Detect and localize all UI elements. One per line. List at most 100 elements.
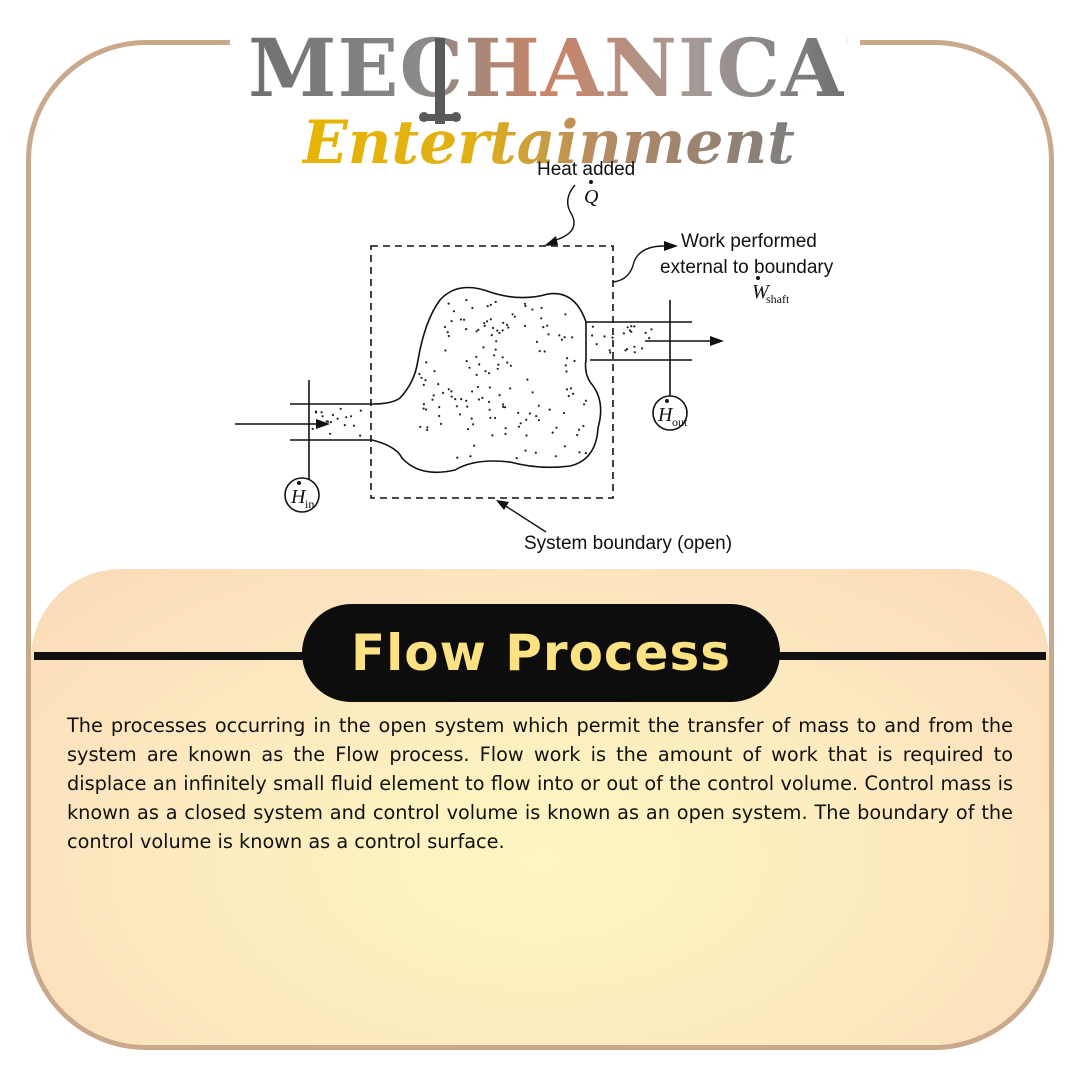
wrench-icon bbox=[419, 38, 461, 124]
particle-dot bbox=[438, 414, 441, 418]
work-symbol: W bbox=[752, 281, 771, 303]
particle-dot bbox=[626, 326, 629, 329]
work-subscript: shaft bbox=[766, 292, 790, 306]
particle-dot bbox=[571, 336, 574, 339]
particle-dot bbox=[458, 413, 462, 416]
particle-dot bbox=[443, 325, 447, 329]
particle-dot bbox=[535, 340, 539, 343]
particle-dot bbox=[564, 364, 567, 367]
particle-dot bbox=[591, 334, 594, 337]
particle-dot bbox=[603, 335, 606, 338]
heat-symbol: Q bbox=[584, 186, 599, 208]
particle-dot bbox=[563, 445, 567, 448]
particle-dot bbox=[455, 405, 458, 408]
particle-dot bbox=[493, 354, 496, 357]
particle-dot bbox=[456, 456, 459, 459]
particle-dot bbox=[471, 306, 474, 310]
particle-dot bbox=[648, 337, 651, 340]
particle-dot bbox=[630, 325, 633, 328]
particle-dot bbox=[345, 416, 348, 419]
particle-dot bbox=[496, 367, 499, 370]
particle-dot bbox=[465, 360, 468, 363]
particle-dot bbox=[478, 363, 481, 366]
particle-dot bbox=[540, 317, 543, 320]
particle-dot bbox=[426, 426, 429, 429]
particle-dot bbox=[608, 349, 611, 352]
particle-dot bbox=[609, 351, 612, 354]
particle-dot bbox=[531, 391, 534, 394]
particle-dot bbox=[491, 326, 495, 330]
particle-dot bbox=[465, 328, 468, 331]
particle-dot bbox=[438, 406, 441, 409]
particle-dot bbox=[535, 415, 538, 418]
particle-dot bbox=[567, 395, 570, 398]
particle-dot bbox=[454, 398, 457, 401]
particle-dot bbox=[468, 366, 471, 369]
particle-dot bbox=[584, 452, 587, 455]
particle-dot bbox=[447, 334, 450, 338]
particle-dot bbox=[481, 396, 484, 399]
particle-dot bbox=[497, 363, 500, 366]
particle-dot bbox=[437, 383, 440, 386]
particle-dot bbox=[507, 326, 510, 329]
particle-dot bbox=[584, 399, 588, 402]
particle-dot bbox=[644, 331, 647, 334]
section-title: Flow Process bbox=[351, 624, 731, 682]
particle-dot bbox=[538, 350, 541, 353]
particle-dot bbox=[489, 416, 492, 419]
particle-dot bbox=[519, 422, 522, 425]
particle-dot bbox=[477, 328, 480, 331]
particle-dot bbox=[424, 379, 427, 382]
particle-dot bbox=[329, 421, 332, 424]
particle-dot bbox=[543, 350, 546, 353]
particle-dot bbox=[524, 449, 527, 452]
w-dot bbox=[756, 276, 760, 280]
particle-dot bbox=[488, 386, 491, 389]
particle-dot bbox=[326, 420, 330, 423]
boundary-arrowhead bbox=[496, 500, 509, 510]
particle-dot bbox=[502, 405, 505, 408]
title-rule-right bbox=[778, 652, 1046, 660]
particle-dot bbox=[465, 299, 468, 302]
particle-dot bbox=[483, 324, 486, 327]
particle-dot bbox=[496, 329, 499, 332]
particle-dot bbox=[483, 322, 486, 325]
particle-dot bbox=[489, 318, 492, 321]
particle-dot bbox=[498, 394, 501, 397]
fluid-particles bbox=[418, 299, 588, 460]
particle-dot bbox=[546, 324, 549, 327]
particle-dot bbox=[528, 412, 532, 415]
particle-dot bbox=[523, 302, 527, 305]
particle-dot bbox=[513, 315, 516, 318]
particle-dot bbox=[494, 300, 497, 303]
h-out-circle bbox=[652, 395, 688, 431]
particle-dot bbox=[526, 378, 529, 381]
particle-dot bbox=[633, 351, 636, 354]
particle-dot bbox=[562, 411, 566, 415]
work-label-line1: Work performed bbox=[681, 231, 817, 252]
particle-dot bbox=[537, 419, 541, 422]
particle-dot bbox=[320, 411, 323, 414]
particle-dot bbox=[515, 457, 518, 460]
inlet-arrowhead bbox=[316, 419, 330, 429]
outlet-arrowhead bbox=[710, 336, 724, 346]
work-leader bbox=[612, 245, 665, 283]
particle-dot bbox=[509, 364, 512, 367]
particle-dot bbox=[317, 426, 320, 429]
particle-dot bbox=[591, 325, 595, 328]
particle-dot bbox=[475, 355, 478, 358]
particle-dot bbox=[491, 434, 494, 437]
particle-dot bbox=[582, 424, 585, 428]
particle-dot bbox=[534, 451, 537, 454]
particle-dot bbox=[502, 321, 505, 324]
particle-dot bbox=[489, 303, 492, 306]
particle-dot bbox=[460, 398, 463, 401]
particle-dot bbox=[509, 387, 512, 390]
particle-dot bbox=[433, 370, 436, 373]
heat-arrowhead bbox=[544, 236, 558, 246]
particle-dot bbox=[469, 455, 472, 458]
particle-dot bbox=[525, 434, 528, 437]
particle-dot bbox=[531, 308, 534, 311]
logo: MECHANICAL Entertainment bbox=[230, 16, 900, 178]
particle-dot bbox=[563, 336, 566, 339]
